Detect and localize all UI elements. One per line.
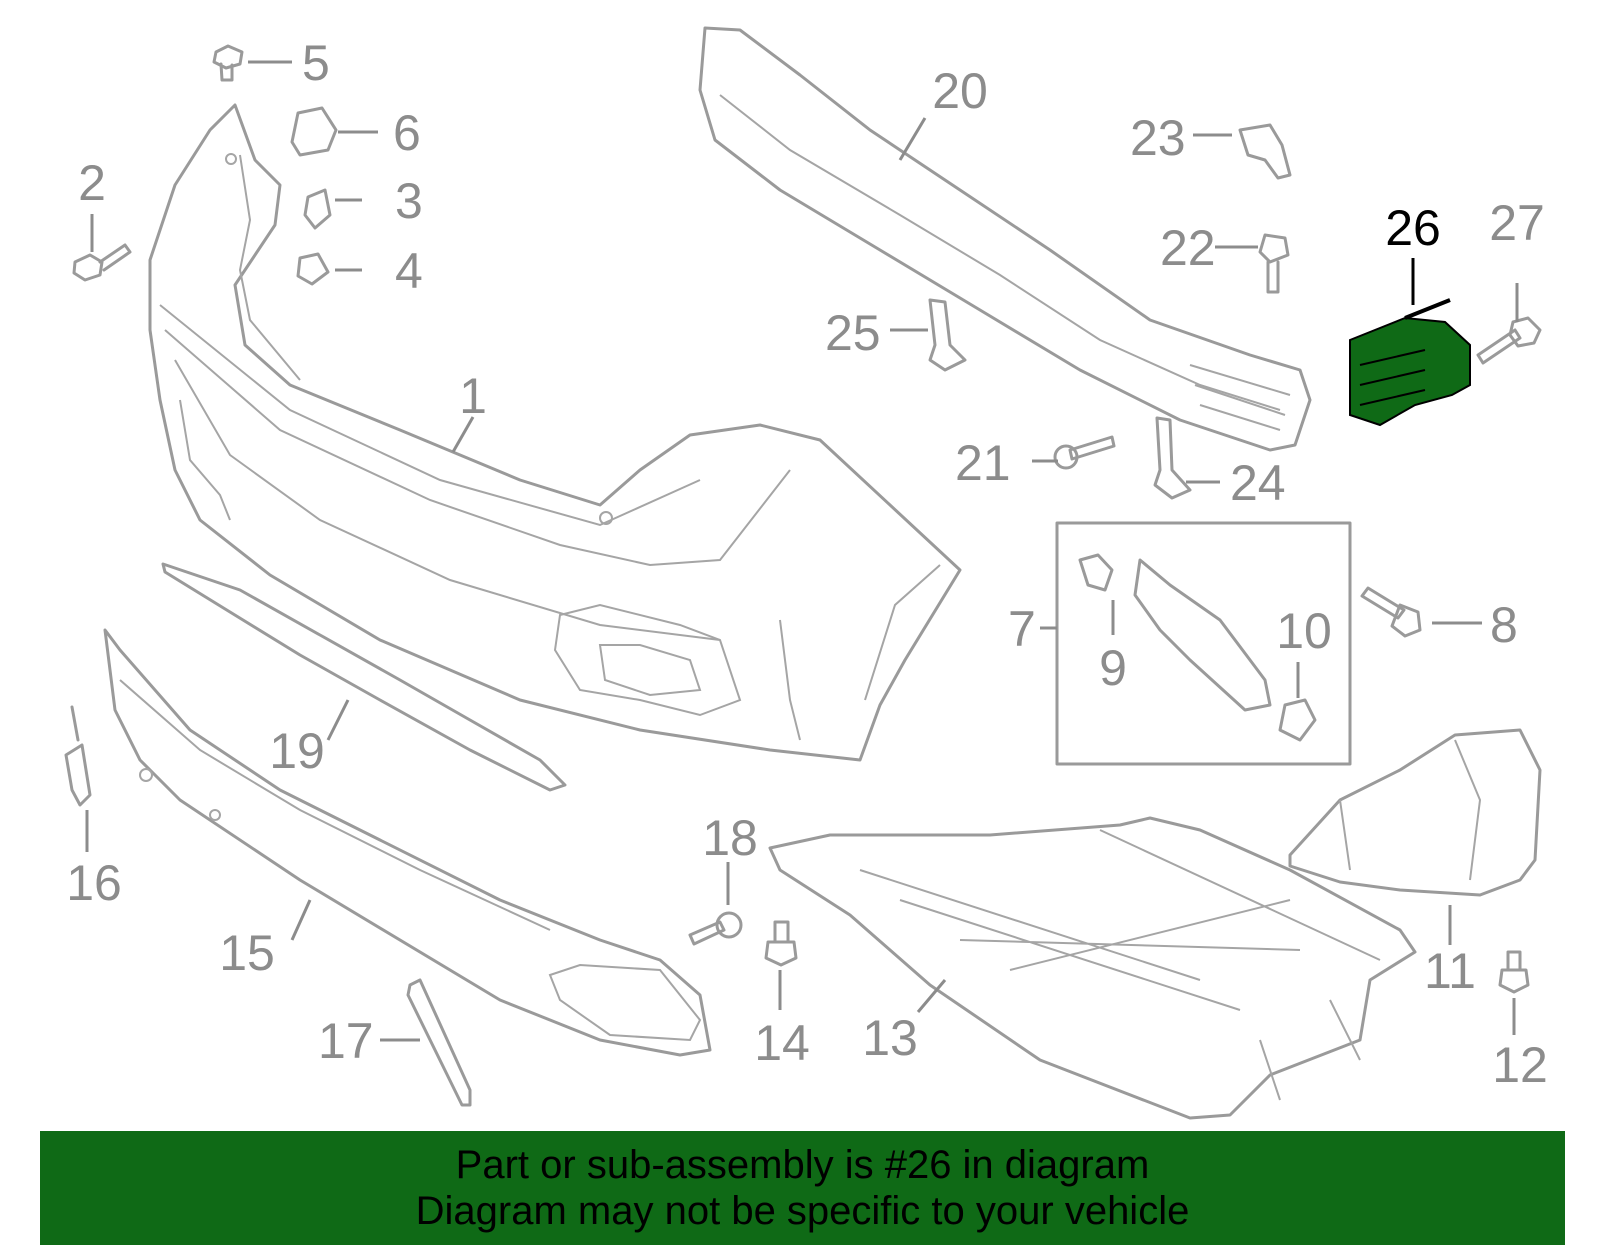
- callout-12: 12: [1492, 1037, 1548, 1093]
- part-4-clip[interactable]: [296, 252, 330, 286]
- callout-21: 21: [955, 435, 1011, 491]
- callout-10: 10: [1276, 603, 1332, 659]
- part-27-bolt[interactable]: [1476, 316, 1542, 365]
- part-2-bolt[interactable]: [72, 243, 132, 282]
- part-14-bolt[interactable]: [764, 920, 798, 967]
- part-20-bumper-beam[interactable]: [698, 26, 1312, 452]
- part-18-screw[interactable]: [688, 911, 743, 946]
- info-banner: Part or sub-assembly is #26 in diagram D…: [40, 1131, 1565, 1245]
- callout-15: 15: [219, 925, 275, 981]
- callout-23: 23: [1130, 110, 1186, 166]
- callout-16: 16: [66, 855, 122, 911]
- part-17-trim-strip[interactable]: [406, 978, 472, 1107]
- part-24-bracket[interactable]: [1153, 416, 1192, 500]
- callout-24: 24: [1230, 455, 1286, 511]
- part-8-bolt[interactable]: [1360, 586, 1422, 638]
- part-11-side-undercover[interactable]: [1288, 728, 1542, 897]
- part-13-engine-undercover[interactable]: [768, 816, 1417, 1120]
- banner-line-1: Part or sub-assembly is #26 in diagram: [455, 1143, 1150, 1187]
- callout-20: 20: [932, 63, 988, 119]
- callout-14: 14: [754, 1015, 810, 1071]
- part-25-bracket[interactable]: [928, 298, 967, 372]
- callout-8: 8: [1490, 597, 1518, 653]
- callout-5: 5: [302, 35, 330, 91]
- callout-1: 1: [459, 368, 487, 424]
- part-21-screw[interactable]: [1053, 435, 1116, 470]
- part-7-bracket-assembly-box[interactable]: [1040, 521, 1352, 766]
- callout-27: 27: [1489, 195, 1545, 251]
- callout-13: 13: [862, 1010, 918, 1066]
- callout-17: 17: [318, 1013, 374, 1069]
- banner-line-2: Diagram may not be specific to your vehi…: [415, 1189, 1190, 1233]
- callout-25: 25: [825, 305, 881, 361]
- callout-labels: 1 2 3 4 5 6 7 8 9 10 11 12 13 14 15 16 1…: [66, 35, 1548, 1093]
- callout-19: 19: [269, 723, 325, 779]
- part-23-bracket[interactable]: [1238, 123, 1292, 180]
- part-26-highlighted-bracket[interactable]: [1349, 298, 1471, 427]
- part-5-bolt[interactable]: [212, 44, 244, 82]
- part-22-bolt[interactable]: [1258, 233, 1290, 294]
- part-1-bumper-cover[interactable]: [148, 103, 962, 762]
- callout-3: 3: [395, 173, 423, 229]
- callout-22: 22: [1160, 220, 1216, 276]
- callout-2: 2: [78, 155, 106, 211]
- part-12-bolt[interactable]: [1498, 950, 1530, 994]
- part-16-reflector-wire[interactable]: [64, 705, 92, 807]
- part-6-bracket[interactable]: [290, 106, 338, 157]
- part-3-clip[interactable]: [303, 188, 332, 230]
- leader-lines: [85, 60, 1519, 1042]
- callout-26: 26: [1385, 200, 1441, 256]
- part-15-lower-grille[interactable]: [103, 628, 712, 1057]
- callout-7: 7: [1008, 601, 1036, 657]
- callout-11: 11: [1424, 943, 1476, 999]
- callout-6: 6: [393, 105, 421, 161]
- callout-4: 4: [395, 243, 423, 299]
- callout-18: 18: [702, 810, 758, 866]
- part-19-molding-strip[interactable]: [161, 562, 567, 792]
- callout-9: 9: [1099, 640, 1127, 696]
